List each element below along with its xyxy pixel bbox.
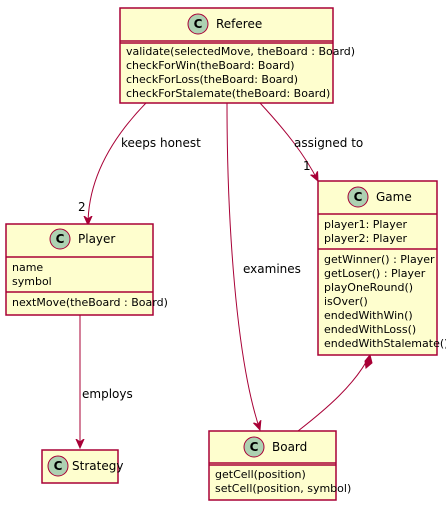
- class-icon-letter: C: [250, 440, 259, 454]
- attribute: name: [12, 261, 43, 274]
- edge-game-board-composition: [297, 354, 371, 432]
- edge-assigned-to: [259, 102, 318, 181]
- multiplicity-player: 2: [78, 200, 86, 214]
- attribute: player1: Player: [324, 218, 407, 231]
- method: isOver(): [324, 295, 368, 308]
- class-icon: [187, 13, 209, 35]
- class-icon-letter: C: [56, 232, 65, 246]
- method: endedWithStalemate(): [324, 337, 446, 350]
- method: setCell(position, symbol): [215, 482, 351, 495]
- method: getCell(position): [215, 468, 306, 481]
- class-icon-letter: C: [54, 459, 63, 473]
- class-name: Player: [78, 232, 115, 246]
- class-name: Referee: [216, 17, 262, 31]
- method: getWinner() : Player: [324, 253, 435, 266]
- method: playOneRound(): [324, 281, 413, 294]
- method: checkForLoss(theBoard: Board): [126, 73, 298, 86]
- multiplicity-game: 1: [303, 159, 311, 173]
- method: endedWithLoss(): [324, 323, 416, 336]
- class-strategy: C Strategy: [41, 449, 123, 484]
- class-board: C Board getCell(position) setCell(positi…: [208, 430, 351, 501]
- class-referee: C Referee validate(selectedMove, theBoar…: [119, 7, 355, 104]
- class-icon: [243, 436, 265, 458]
- class-icon: [49, 228, 71, 250]
- label-assigned-to: assigned to: [294, 136, 363, 150]
- class-name: Board: [272, 440, 307, 454]
- method: checkForWin(theBoard: Board): [126, 59, 295, 72]
- label-keeps-honest: keeps honest: [121, 136, 201, 150]
- edge-examines: [226, 102, 260, 430]
- label-employs: employs: [82, 387, 133, 401]
- class-icon: [47, 455, 69, 477]
- attribute: symbol: [12, 275, 52, 288]
- class-icon-letter: C: [354, 190, 363, 204]
- class-player: C Player name symbol nextMove(theBoard :…: [5, 223, 168, 316]
- composition-diamond: [364, 353, 373, 369]
- method: checkForStalemate(theBoard: Board): [126, 87, 330, 100]
- edge-keeps-honest: [88, 102, 147, 225]
- class-icon-letter: C: [194, 17, 203, 31]
- method: getLoser() : Player: [324, 267, 426, 280]
- class-name: Strategy: [72, 459, 123, 473]
- class-icon: [347, 186, 369, 208]
- method: validate(selectedMove, theBoard : Board): [126, 45, 355, 58]
- class-name: Game: [376, 190, 412, 204]
- method: nextMove(theBoard : Board): [12, 296, 168, 309]
- class-game: C Game player1: Player player2: Player g…: [317, 180, 446, 356]
- label-examines: examines: [243, 262, 301, 276]
- attribute: player2: Player: [324, 232, 407, 245]
- method: endedWithWin(): [324, 309, 413, 322]
